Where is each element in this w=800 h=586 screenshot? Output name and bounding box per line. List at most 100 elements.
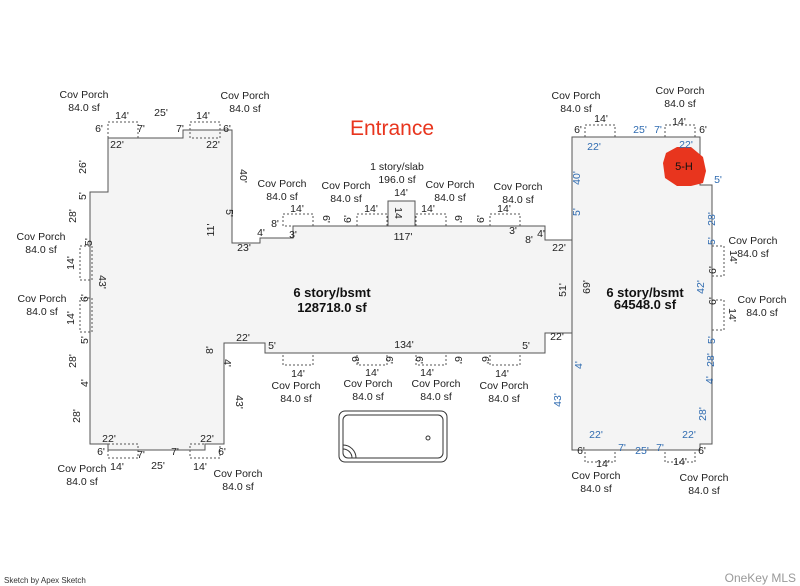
- svg-text:4': 4': [704, 376, 716, 384]
- porch-label: Cov Porch: [321, 180, 370, 192]
- svg-text:6': 6': [452, 215, 464, 223]
- porch-area: 84.0 sf: [266, 191, 298, 203]
- svg-text:6': 6': [218, 446, 226, 458]
- svg-text:22': 22': [552, 242, 566, 254]
- porch-label: Cov Porch: [213, 468, 262, 480]
- porch-area: 84.0 sf: [434, 192, 466, 204]
- svg-text:69': 69': [581, 280, 593, 294]
- left-building-label: 6 story/bsmt: [293, 285, 371, 300]
- svg-text:14': 14': [495, 368, 509, 380]
- svg-text:6': 6': [452, 356, 464, 364]
- porch-area: 84.0 sf: [737, 248, 769, 260]
- porch-box: [282, 352, 314, 366]
- left-building-area: 128718.0 sf: [297, 300, 367, 315]
- porch-area: 84.0 sf: [502, 194, 534, 206]
- svg-text:6': 6': [413, 356, 425, 364]
- svg-text:28': 28': [67, 354, 79, 368]
- mls-watermark: OneKey MLS: [725, 571, 796, 585]
- svg-text:28': 28': [71, 409, 83, 423]
- svg-text:22': 22': [102, 433, 116, 445]
- svg-text:5': 5': [706, 336, 718, 344]
- dimension-labels-right: 14' 14' 6' 6' 25' 7' 22' 22' 40' 5' 5' 2…: [552, 113, 739, 470]
- pool-inner: [342, 414, 444, 459]
- porch-label: Cov Porch: [271, 380, 320, 392]
- svg-text:7': 7': [176, 123, 184, 135]
- svg-text:5': 5': [714, 174, 722, 186]
- svg-text:28': 28': [697, 407, 709, 421]
- porch-area: 84.0 sf: [688, 485, 720, 497]
- porch-label: Cov Porch: [411, 378, 460, 390]
- svg-text:5': 5': [706, 237, 718, 245]
- svg-text:22': 22': [550, 331, 564, 343]
- svg-text:14': 14': [365, 367, 379, 379]
- svg-text:7': 7': [137, 123, 145, 135]
- svg-text:6': 6': [479, 356, 491, 364]
- svg-text:14': 14': [291, 368, 305, 380]
- svg-text:14': 14': [726, 308, 738, 322]
- porch-label: Cov Porch: [220, 90, 269, 102]
- svg-text:28': 28': [67, 209, 79, 223]
- svg-text:25': 25': [151, 460, 165, 472]
- porch-area: 84.0 sf: [66, 476, 98, 488]
- svg-text:14': 14': [394, 187, 408, 199]
- svg-text:14': 14': [673, 456, 687, 468]
- svg-text:14': 14': [421, 203, 435, 215]
- svg-text:22': 22': [589, 429, 603, 441]
- svg-text:14': 14': [594, 113, 608, 125]
- pool-steps: [342, 444, 357, 459]
- porch-label: Cov Porch: [493, 181, 542, 193]
- porch-box: [107, 121, 139, 139]
- svg-text:5': 5': [223, 209, 235, 217]
- right-building-label: 6 story/bsmt: [606, 285, 684, 300]
- porch-label: Cov Porch: [425, 179, 474, 191]
- svg-text:22': 22': [110, 139, 124, 151]
- porch-box: [664, 449, 696, 463]
- porch-area: 84.0 sf: [664, 98, 696, 110]
- svg-text:3': 3': [509, 225, 517, 237]
- svg-text:22': 22': [200, 433, 214, 445]
- porch-label: Cov Porch: [551, 90, 600, 102]
- svg-text:7': 7': [654, 124, 662, 136]
- svg-text:14': 14': [727, 250, 739, 264]
- svg-text:14': 14': [420, 367, 434, 379]
- porch-area: 84.0 sf: [222, 481, 254, 493]
- porch-label: Cov Porch: [257, 178, 306, 190]
- sketch-credit: Sketch by Apex Sketch: [4, 576, 86, 585]
- svg-text:6': 6': [97, 446, 105, 458]
- slab-label: 1 story/slab: [370, 161, 424, 173]
- porch-box: [711, 299, 725, 331]
- svg-text:51': 51': [557, 283, 569, 297]
- svg-text:6': 6': [95, 123, 103, 135]
- svg-text:117': 117': [394, 231, 413, 243]
- porch-label: Cov Porch: [17, 293, 66, 305]
- svg-text:28': 28': [705, 353, 717, 367]
- entrance-title: Entrance: [350, 117, 434, 140]
- svg-text:5': 5': [268, 340, 276, 352]
- porch-box: [489, 352, 521, 366]
- porch-label: Cov Porch: [728, 235, 777, 247]
- svg-text:25': 25': [633, 124, 647, 136]
- porch-box: [356, 352, 388, 366]
- unit-marker-octagon: [663, 147, 706, 186]
- svg-text:8': 8': [204, 346, 216, 354]
- dimension-labels-left: 14' 25' 14' 6' 7' 7' 6' 22' 22' 40' 26' …: [65, 107, 593, 473]
- svg-text:14': 14': [65, 256, 77, 270]
- porch-area: 84.0 sf: [330, 193, 362, 205]
- svg-text:3': 3': [289, 229, 297, 241]
- porch-box: [584, 124, 616, 138]
- svg-text:6': 6': [577, 445, 585, 457]
- svg-text:14': 14': [196, 110, 210, 122]
- svg-text:8': 8': [271, 218, 279, 230]
- porch-area: 84.0 sf: [746, 307, 778, 319]
- svg-text:14': 14': [497, 203, 511, 215]
- porch-label: Cov Porch: [343, 378, 392, 390]
- porch-label: Cov Porch: [571, 470, 620, 482]
- porch-area: 84.0 sf: [229, 103, 261, 115]
- porch-area: 84.0 sf: [580, 483, 612, 495]
- svg-text:14: 14: [392, 207, 404, 219]
- porch-box: [584, 449, 616, 463]
- svg-text:7': 7': [618, 442, 626, 454]
- svg-text:6': 6': [79, 294, 91, 302]
- svg-text:40': 40': [237, 169, 249, 183]
- porch-box: [711, 245, 725, 277]
